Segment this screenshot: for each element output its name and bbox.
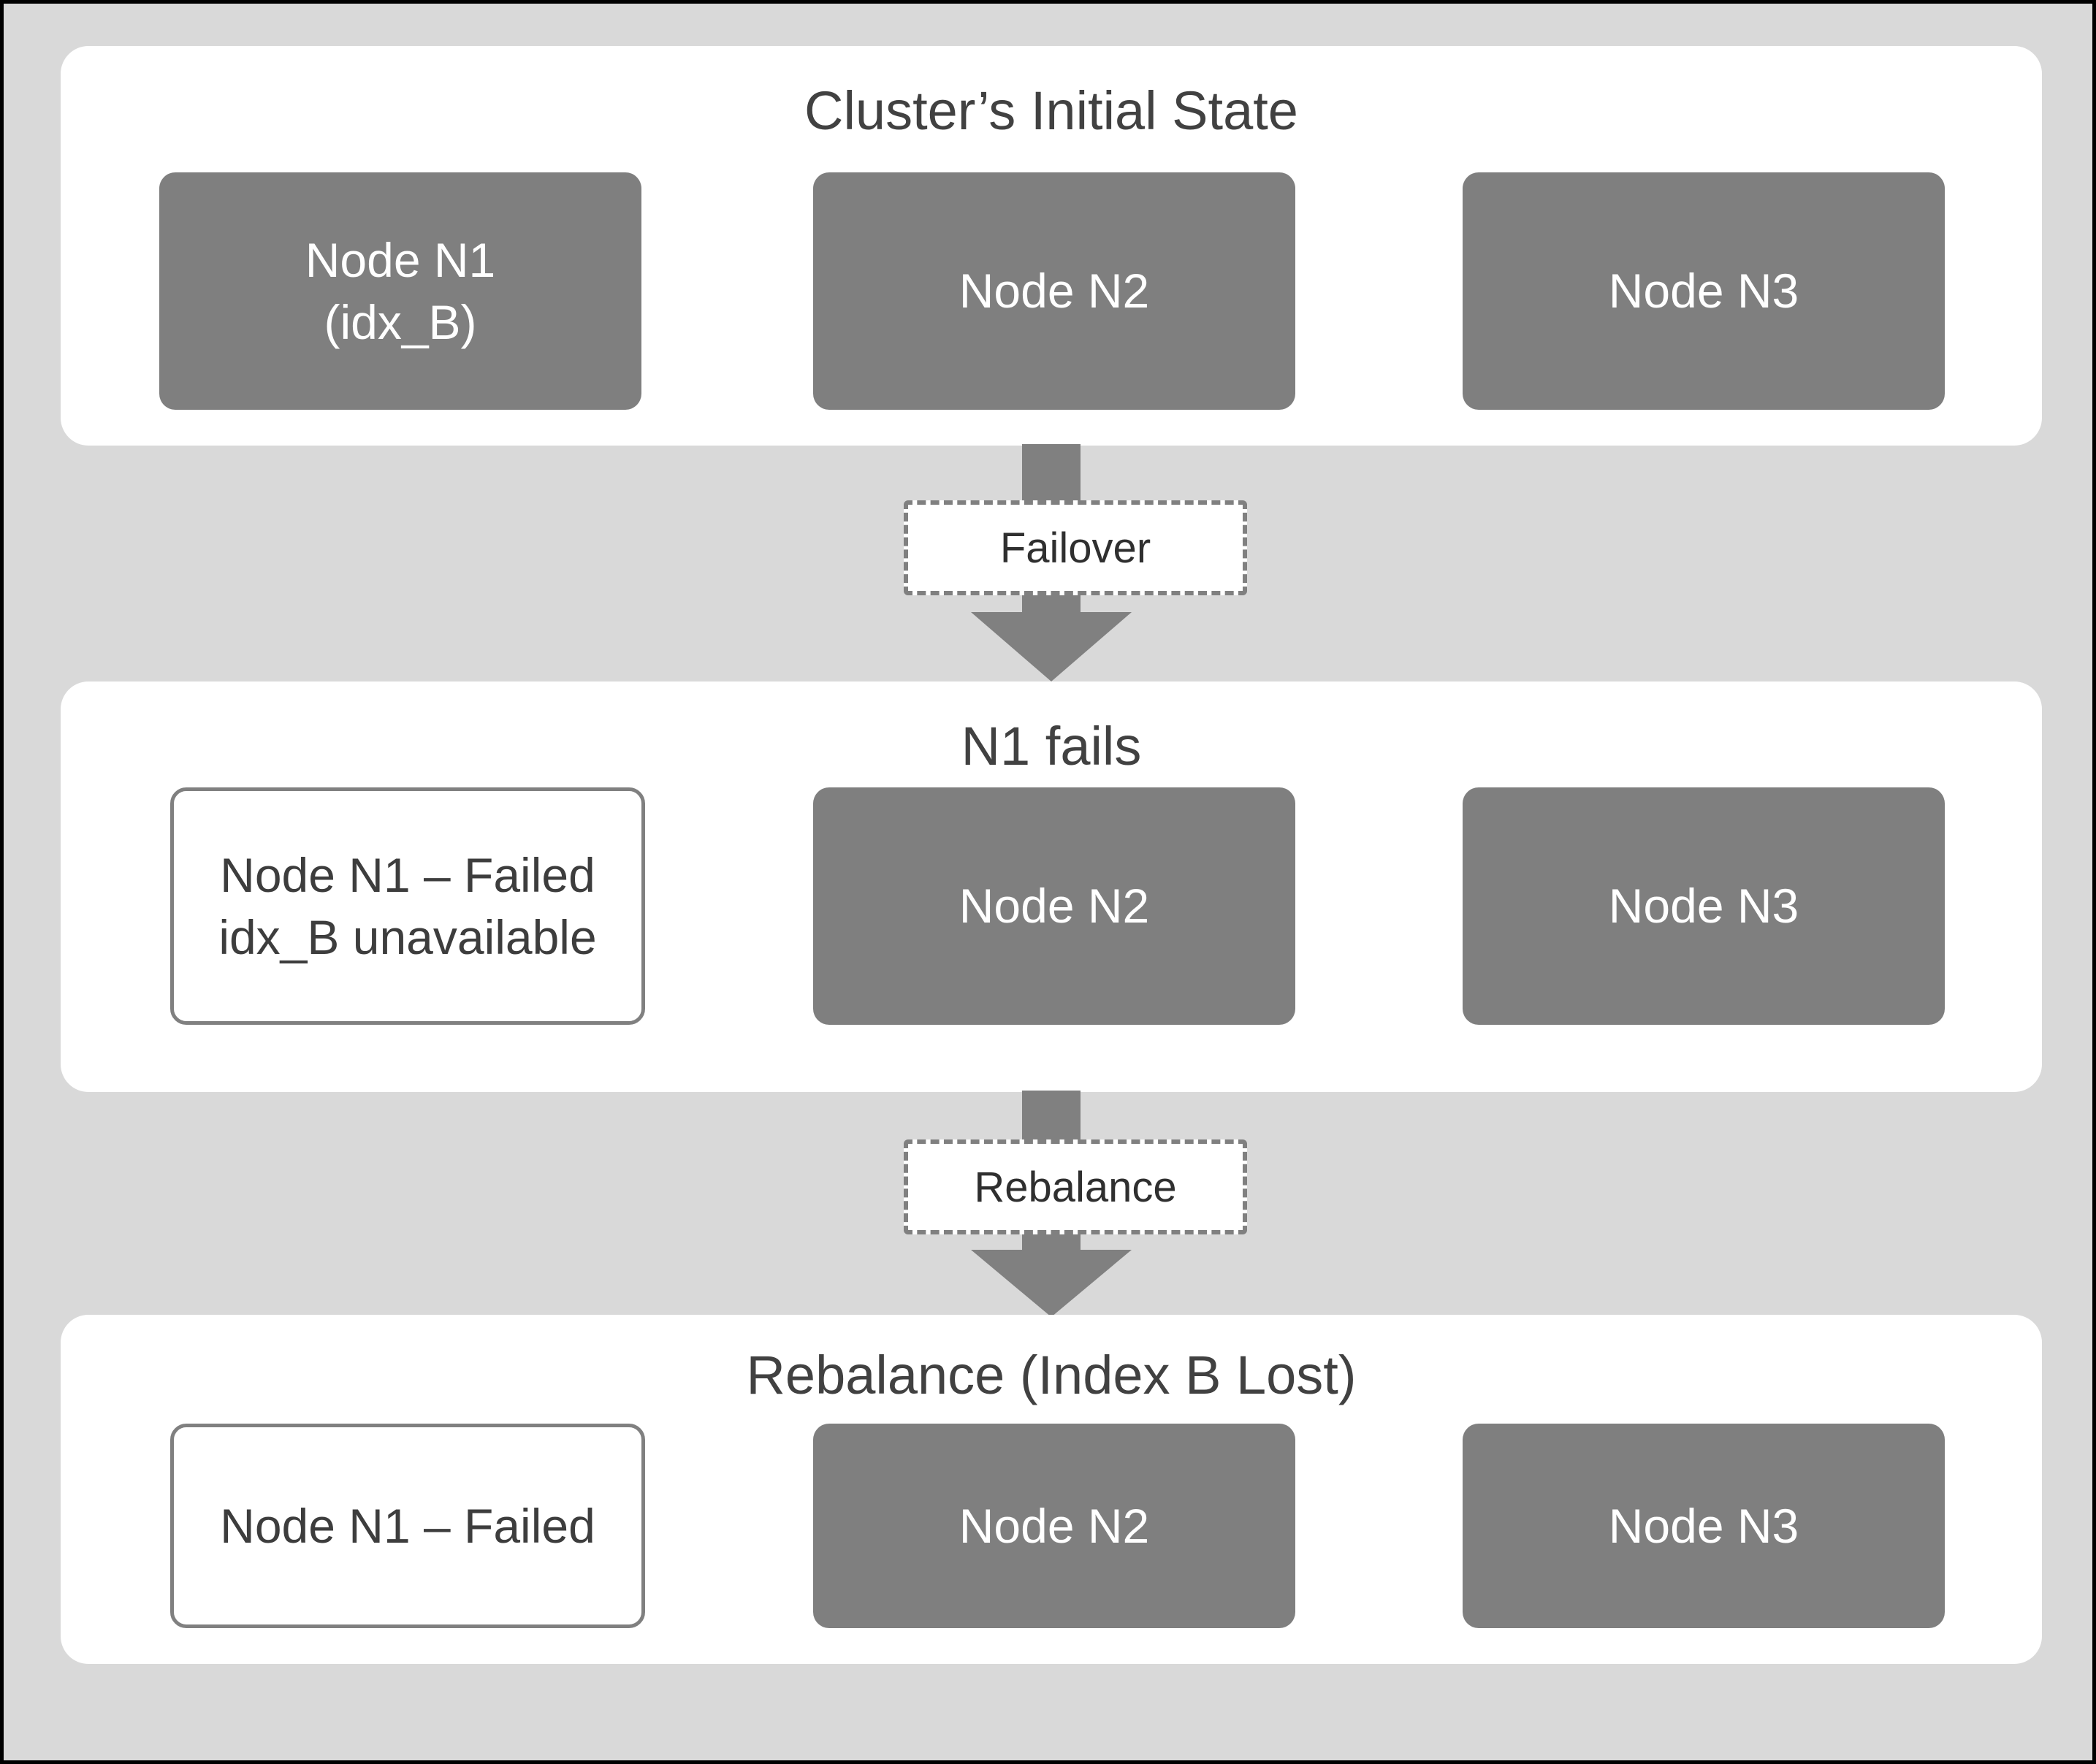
node-label: Node N3 bbox=[1608, 264, 1799, 318]
connector-label-failover: Failover bbox=[904, 500, 1247, 595]
node-label: Node N1 – Failed idx_B unavailable bbox=[218, 848, 597, 964]
stage-panel-n1-fails: N1 fails Node N1 – Failed idx_B unavaila… bbox=[61, 681, 2042, 1092]
node-n3-initial: Node N3 bbox=[1463, 172, 1945, 410]
node-label: Node N3 bbox=[1608, 1498, 1799, 1553]
node-n2-initial: Node N2 bbox=[813, 172, 1295, 410]
node-label: Node N2 bbox=[959, 1498, 1150, 1553]
stage-panel-rebalance-index-b-lost: Rebalance (Index B Lost) Node N1 – Faile… bbox=[61, 1315, 2042, 1664]
stage-title-initial-state: Cluster’s Initial State bbox=[804, 80, 1298, 141]
connector-label-text: Failover bbox=[999, 524, 1151, 572]
node-label: Node N1 (idx_B) bbox=[305, 233, 496, 349]
node-n3-after-failure: Node N3 bbox=[1463, 787, 1945, 1025]
node-label: Node N2 bbox=[959, 264, 1150, 318]
node-n1-failed: Node N1 – Failed idx_B unavailable bbox=[170, 787, 645, 1025]
connector-label-text: Rebalance bbox=[974, 1163, 1177, 1211]
stage-panel-initial-state: Cluster’s Initial State Node N1 (idx_B) … bbox=[61, 46, 2042, 446]
stage-title-rebalance-index-b-lost: Rebalance (Index B Lost) bbox=[746, 1345, 1357, 1405]
node-label: Node N3 bbox=[1608, 879, 1799, 933]
node-n1-initial: Node N1 (idx_B) bbox=[159, 172, 641, 410]
node-label: Node N2 bbox=[959, 879, 1150, 933]
node-n3-after-rebalance: Node N3 bbox=[1463, 1424, 1945, 1628]
node-n1-failed-rebalanced: Node N1 – Failed bbox=[170, 1424, 645, 1628]
stage-title-n1-fails: N1 fails bbox=[961, 716, 1142, 776]
node-n2-after-rebalance: Node N2 bbox=[813, 1424, 1295, 1628]
node-label: Node N1 – Failed bbox=[220, 1498, 595, 1553]
connector-label-rebalance: Rebalance bbox=[904, 1139, 1247, 1234]
node-n2-after-failure: Node N2 bbox=[813, 787, 1295, 1025]
